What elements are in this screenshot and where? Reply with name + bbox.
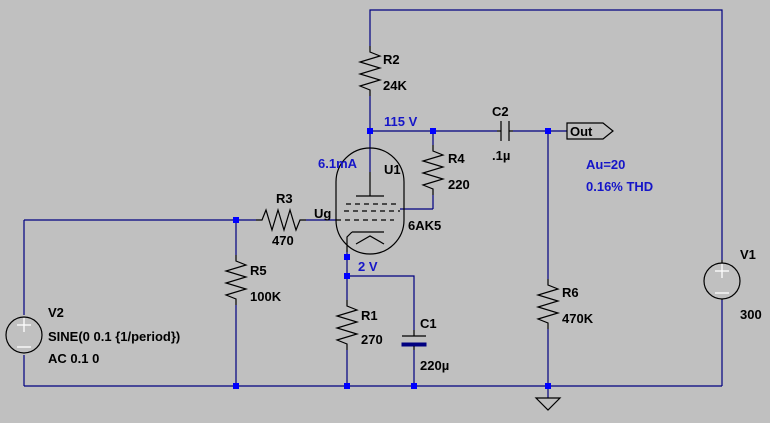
junction-c1 — [344, 273, 350, 279]
pentode-tube-u1[interactable] — [335, 147, 405, 255]
thd-annotation: 0.16% THD — [586, 179, 653, 194]
cathode-voltage-label: 2 V — [358, 259, 378, 274]
u1-name: U1 — [384, 162, 401, 177]
r6-value: 470K — [562, 311, 594, 326]
r3-value: 470 — [272, 233, 294, 248]
resistor-r6[interactable] — [535, 279, 561, 329]
r4-name: R4 — [448, 151, 465, 166]
output-port-label: Out — [570, 124, 593, 139]
v2-value-line1: SINE(0 0.1 {1/period}) — [48, 329, 180, 344]
junction-plate — [367, 128, 373, 134]
r1-value: 270 — [361, 332, 383, 347]
v1-value: 300 — [740, 307, 762, 322]
wire-c1-top — [347, 275, 415, 330]
junction-r5 — [233, 217, 239, 223]
c2-name: C2 — [492, 104, 509, 119]
r4-value: 220 — [448, 177, 470, 192]
v2-value-line2: AC 0.1 0 — [48, 351, 99, 366]
junction-output — [545, 128, 551, 134]
junction-r4 — [430, 128, 436, 134]
resistor-r3[interactable] — [256, 207, 306, 233]
plate-current-label: 6.1mA — [318, 156, 358, 171]
c1-name: C1 — [420, 316, 437, 331]
c1-value: 220µ — [420, 358, 449, 373]
wires — [23, 9, 723, 398]
junction-ground-c1 — [411, 383, 417, 389]
junction-cathode — [344, 254, 350, 260]
r5-name: R5 — [250, 263, 267, 278]
u1-value: 6AK5 — [408, 218, 441, 233]
capacitor-c2[interactable] — [497, 121, 513, 141]
junction-ground-r5 — [233, 383, 239, 389]
c2-value: .1µ — [492, 148, 510, 163]
resistor-r2[interactable] — [357, 46, 383, 96]
r2-name: R2 — [383, 52, 400, 67]
r5-value: 100K — [250, 289, 282, 304]
resistor-r4[interactable] — [420, 145, 446, 195]
v1-name: V1 — [740, 247, 756, 262]
voltage-source-v2[interactable] — [5, 316, 43, 354]
voltage-source-v1[interactable] — [703, 260, 741, 300]
ground-symbol — [534, 397, 562, 411]
gain-annotation: Au=20 — [586, 157, 625, 172]
resistor-r5[interactable] — [223, 255, 249, 305]
output-port[interactable]: Out — [566, 122, 614, 140]
resistor-r1[interactable] — [334, 300, 360, 350]
r6-name: R6 — [562, 285, 579, 300]
wire-supply-top — [369, 9, 723, 260]
plate-voltage-label: 115 V — [384, 114, 418, 129]
r1-name: R1 — [361, 308, 378, 323]
v2-name: V2 — [48, 305, 64, 320]
junction-ground-r1 — [344, 383, 350, 389]
capacitor-c1[interactable] — [401, 330, 427, 350]
junction-ground-r6 — [545, 383, 551, 389]
r2-value: 24K — [383, 78, 407, 93]
junctions — [233, 128, 551, 389]
r3-name: R3 — [276, 191, 293, 206]
grid-net-label: Ug — [314, 206, 331, 221]
